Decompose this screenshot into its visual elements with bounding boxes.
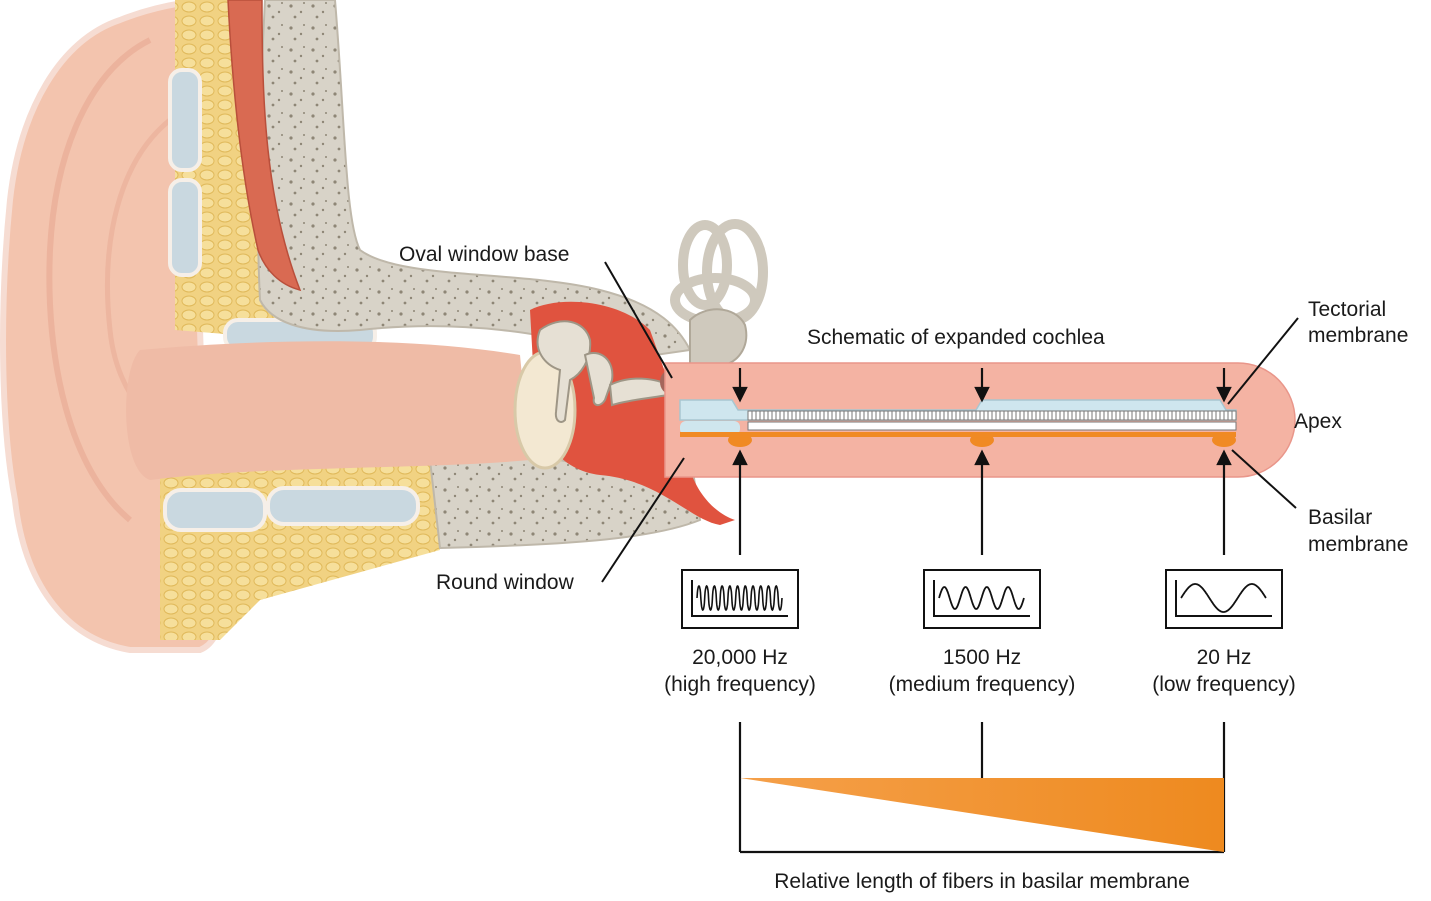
basilar-band-left [680,421,740,435]
resonance-bumps [728,433,1236,447]
schematic-title: Schematic of expanded cochlea [807,326,1105,349]
ossicles [536,320,669,423]
frequency-high-value: 20,000 Hz [692,646,788,669]
semicircular-canals [670,219,768,327]
waveform-low [1180,583,1267,613]
fatty-tissue-lower [160,455,440,640]
temporal-bone-upper [256,0,692,362]
organ-of-corti [747,421,1237,431]
fiber-length-wedge [740,778,1224,852]
fatty-tissue-upper [175,0,300,340]
apex-label: Apex [1294,410,1342,433]
frequency-high-desc: (high frequency) [664,673,816,696]
frequency-medium-value: 1500 Hz [942,646,1022,669]
basilar-membrane [680,432,1236,437]
ear-canal [126,341,531,480]
temporalis-muscle [227,0,302,292]
basilar-label-line2: membrane [1308,533,1409,556]
oval-window-label: Oval window base [399,243,570,266]
pinna-fold [46,37,152,523]
vestibule [689,308,748,372]
tectorial-label-line2: membrane [1308,324,1409,347]
arrows [732,368,1232,555]
waveform-medium [938,586,1025,610]
round-window-label: Round window [436,571,574,594]
oscilloscope-axes [691,580,1272,617]
frequency-medium-desc: (medium frequency) [888,673,1076,696]
fibers-caption: Relative length of fibers in basilar mem… [774,870,1190,893]
frequency-low-desc: (low frequency) [1152,673,1296,696]
basilar-label-line1: Basilar [1308,506,1373,529]
cochlea-schematic [664,362,1296,478]
leader-lines [601,261,1299,583]
waveform-high [696,584,783,612]
hair-cell-ticks [751,411,1233,420]
frequency-low-value: 20 Hz [1196,646,1252,669]
tectorial-label-line1: Tectorial [1308,298,1387,321]
